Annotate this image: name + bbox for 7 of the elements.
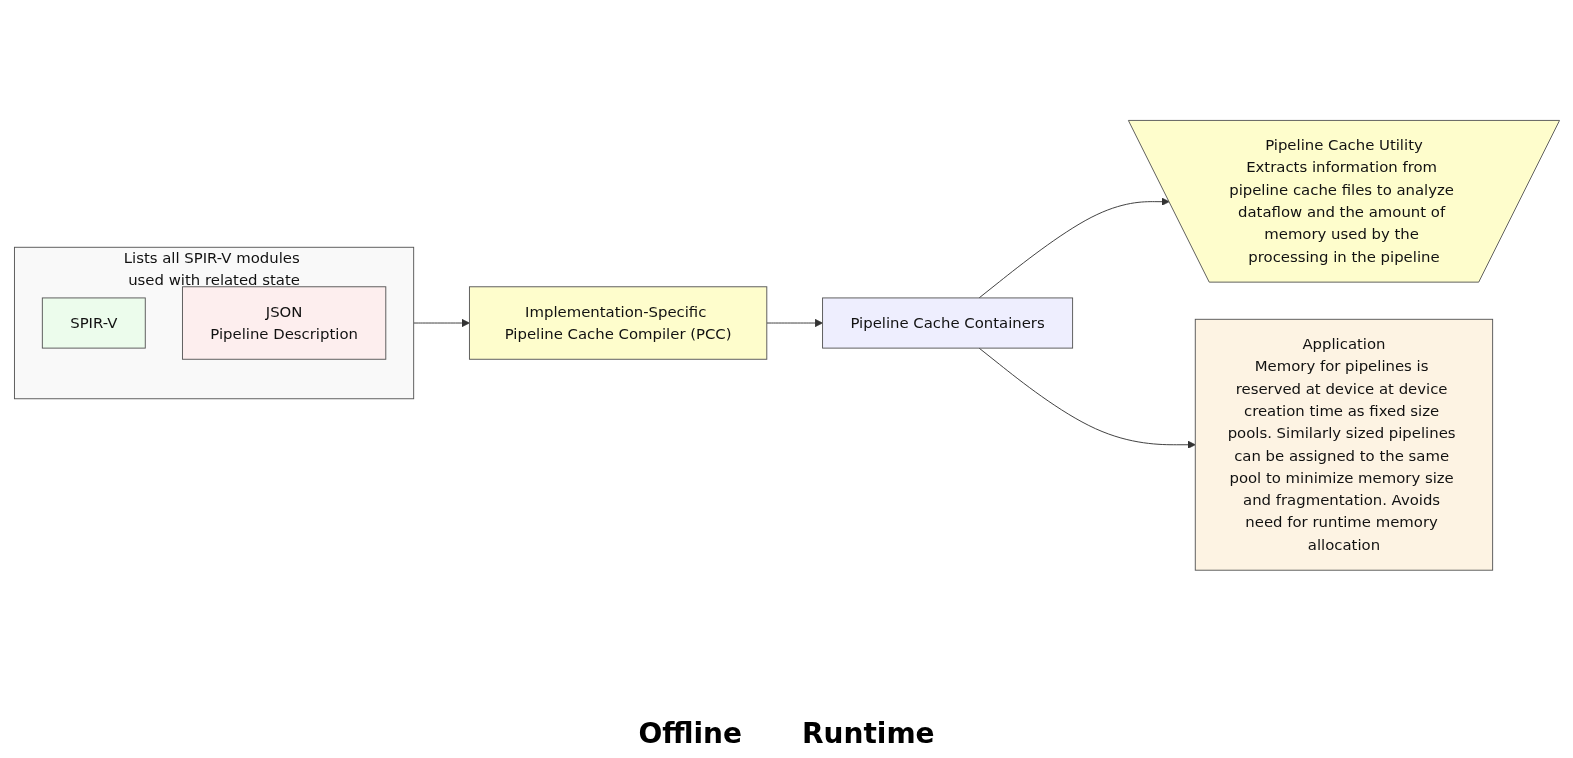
node-box: SPIR-V (41, 297, 146, 349)
section-heading: Offline (638, 717, 742, 750)
node-box: Application Memory for pipelines is reserved at device at device creation time as fixed size pools. Similarly sized pipelines can be assigned to the same pool to minimize memory size and fragmentation. Avoids need for runtime memory allocation (1194, 318, 1493, 571)
section-heading: Runtime (802, 717, 935, 750)
node-box: Implementation-Specific Pipeline Cache Compiler (PCC) (468, 286, 767, 360)
node-box: JSON Pipeline Description (181, 286, 386, 360)
node-box: Pipeline Cache Containers (821, 297, 1073, 349)
